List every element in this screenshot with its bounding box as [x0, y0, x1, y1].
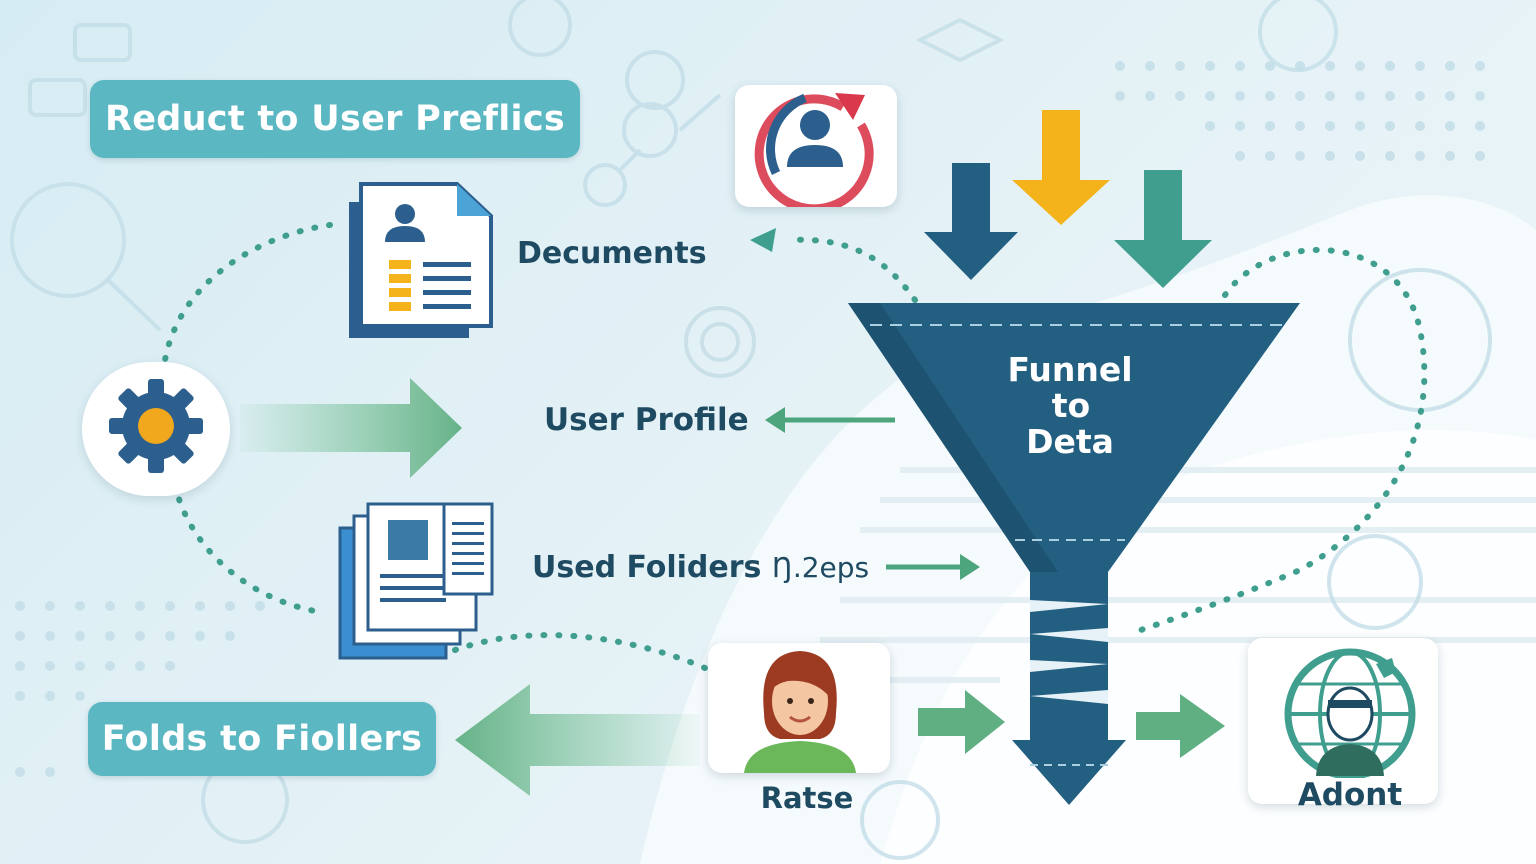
gear-to-profile-arrow — [240, 378, 462, 478]
person-to-banner-arrow — [455, 684, 700, 796]
input-arrow-blue — [924, 163, 1018, 280]
document-user-icon — [349, 182, 493, 338]
gear-icon — [109, 379, 203, 473]
person-to-funnel-arrow — [918, 690, 1005, 754]
used-folders-suffix: Ŋ.2eps — [771, 551, 870, 584]
top-banner: Reduct to User Preflics — [90, 80, 580, 158]
funnel-line-1: Funnel — [1007, 350, 1133, 389]
used-folders-label: Used Foliders Ŋ.2eps — [532, 550, 869, 585]
funnel-line-2: to — [1051, 386, 1091, 425]
refresh-user-icon — [754, 93, 874, 214]
folders-icon — [338, 502, 494, 660]
bottom-banner: Folds to Fiollers — [88, 702, 436, 776]
refresh-user-card — [735, 85, 897, 214]
bottom-banner-label: Folds to Fiollers — [101, 719, 423, 759]
funnel-title: Funnel to Deta — [960, 352, 1180, 460]
gear-node — [82, 362, 230, 496]
person-avatar-icon — [744, 651, 856, 773]
documents-label: Decuments — [517, 236, 707, 271]
user-profile-label: User Profile — [544, 402, 749, 438]
agent-card — [1248, 638, 1438, 804]
input-arrow-teal — [1114, 170, 1212, 288]
person-card — [708, 643, 890, 773]
used-folders-text: Used Foliders — [532, 550, 762, 585]
funnel-shape — [848, 303, 1300, 805]
agent-label: Adont — [1297, 777, 1403, 813]
person-label: Ratse — [760, 781, 854, 815]
input-arrow-yellow — [1012, 110, 1110, 225]
funnel-line-3: Deta — [1026, 422, 1114, 461]
top-banner-label: Reduct to User Preflics — [104, 99, 566, 139]
funnel-to-agent-arrow — [1136, 694, 1225, 758]
globe-agent-icon — [1284, 648, 1416, 780]
